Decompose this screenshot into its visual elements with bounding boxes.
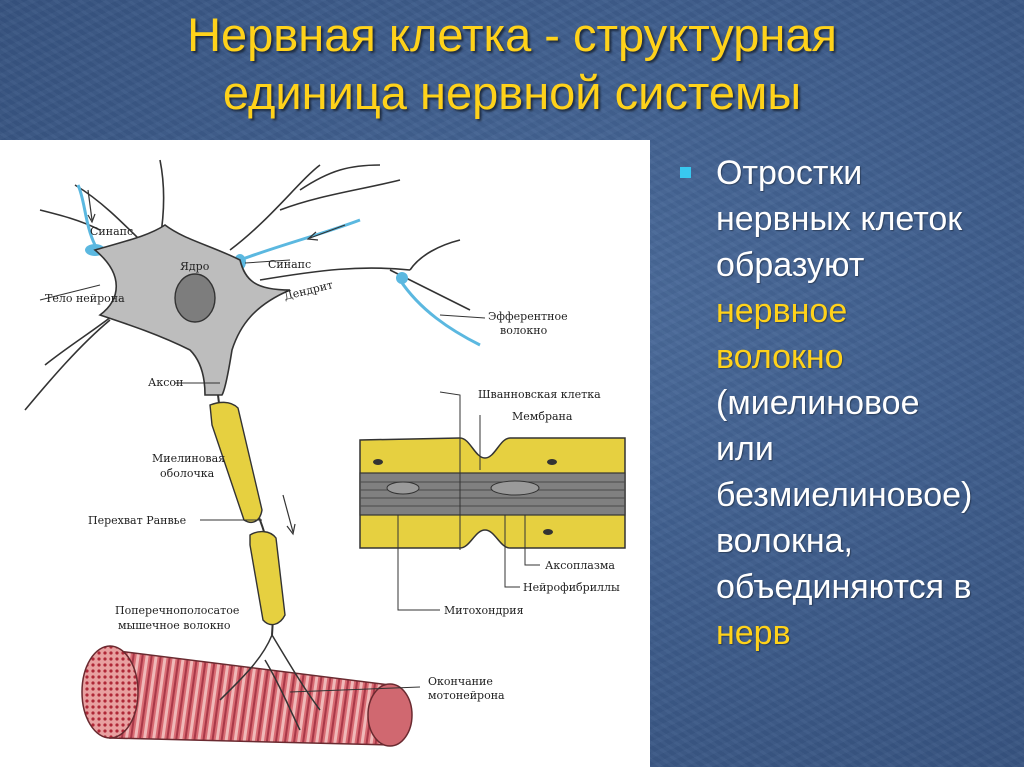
- bullet-line: волокна,: [716, 522, 853, 560]
- label-axon: Аксон: [148, 376, 183, 389]
- label-neuron-body: Тело нейрона: [45, 292, 125, 305]
- label-axoplasm: Аксоплазма: [545, 559, 615, 572]
- label-mitochondria: Митохондрия: [444, 604, 524, 617]
- leader-lines: [39, 259, 540, 693]
- nucleus: [174, 273, 216, 323]
- bullet-line: или: [716, 430, 774, 468]
- afferent-fibers: [76, 184, 481, 347]
- label-efferent-2: волокно: [500, 324, 548, 337]
- label-myelin-2: оболочка: [160, 467, 215, 480]
- title-line-2: единица нервной системы: [222, 66, 802, 119]
- bullet-line: Отростки: [716, 154, 863, 192]
- slide-title: Нервная клетка - структурная единица нер…: [0, 6, 1024, 122]
- label-myelin-1: Миелиновая: [152, 452, 225, 465]
- bullet-line: образуют: [716, 246, 865, 284]
- bullet-line: волокно: [716, 338, 844, 376]
- label-ending-1: Окончание: [428, 675, 493, 688]
- title-line-1: Нервная клетка - структурная: [187, 8, 837, 61]
- label-muscle-1: Поперечнополосатое: [115, 604, 239, 617]
- label-ending-2: мотонейрона: [428, 689, 505, 702]
- bullet-text: Отростки нервных клеток образуют нервное вол…: [716, 150, 1021, 656]
- label-schwann: Шванновская клетка: [478, 388, 601, 401]
- direction-arrows: [87, 189, 346, 536]
- label-efferent-1: Эфферентное: [488, 310, 568, 323]
- label-muscle-2: мышечное волокно: [118, 619, 231, 632]
- label-synapse-right: Синапс: [268, 258, 311, 271]
- label-nucleus: Ядро: [180, 260, 210, 273]
- bullet-line: нервных клеток: [716, 200, 963, 238]
- bullet-line: нерв: [716, 614, 791, 652]
- fiber-section: [359, 437, 626, 549]
- label-ranvier: Перехват Ранвье: [88, 514, 186, 527]
- bullet-square-icon: [680, 167, 691, 178]
- bullet-line: нервное: [716, 292, 848, 330]
- bullet-line: объединяются в: [716, 568, 972, 606]
- neuron-diagram-panel: Синапс Ядро Синапс Дендрит Тело нейрона …: [0, 140, 650, 767]
- label-dendrite: Дендрит: [283, 278, 335, 303]
- bullet-line: (миелиновое: [716, 384, 920, 422]
- label-membrane: Мембрана: [512, 410, 573, 423]
- neuron-diagram: Синапс Ядро Синапс Дендрит Тело нейрона …: [24, 159, 626, 747]
- label-synapse-top: Синапс: [90, 225, 133, 238]
- muscle-fiber: [81, 645, 413, 747]
- bullet-line: безмиелиновое): [716, 476, 973, 514]
- label-neurofibrils: Нейрофибриллы: [523, 581, 620, 594]
